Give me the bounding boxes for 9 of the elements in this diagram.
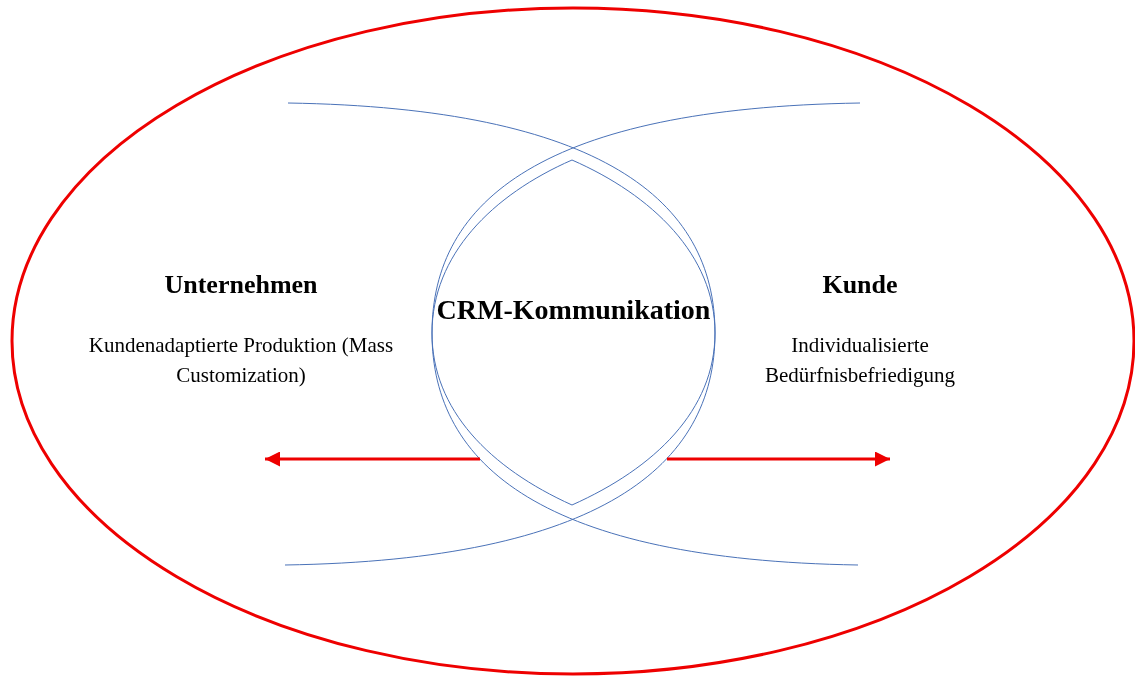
lens-outline <box>432 160 715 505</box>
heading: Unternehmen <box>164 270 318 300</box>
description-text: Individualisierte Bedürfnisbefriedigung <box>763 332 957 390</box>
center-title: CRM-Kommunikation <box>436 293 711 327</box>
ellipse-outline <box>12 8 1134 674</box>
description-text: Kundenadaptierte Produktion (Mass Customization) <box>87 332 395 390</box>
arrow <box>265 451 480 467</box>
arrow <box>667 451 890 467</box>
heading: Kunde <box>822 270 898 300</box>
